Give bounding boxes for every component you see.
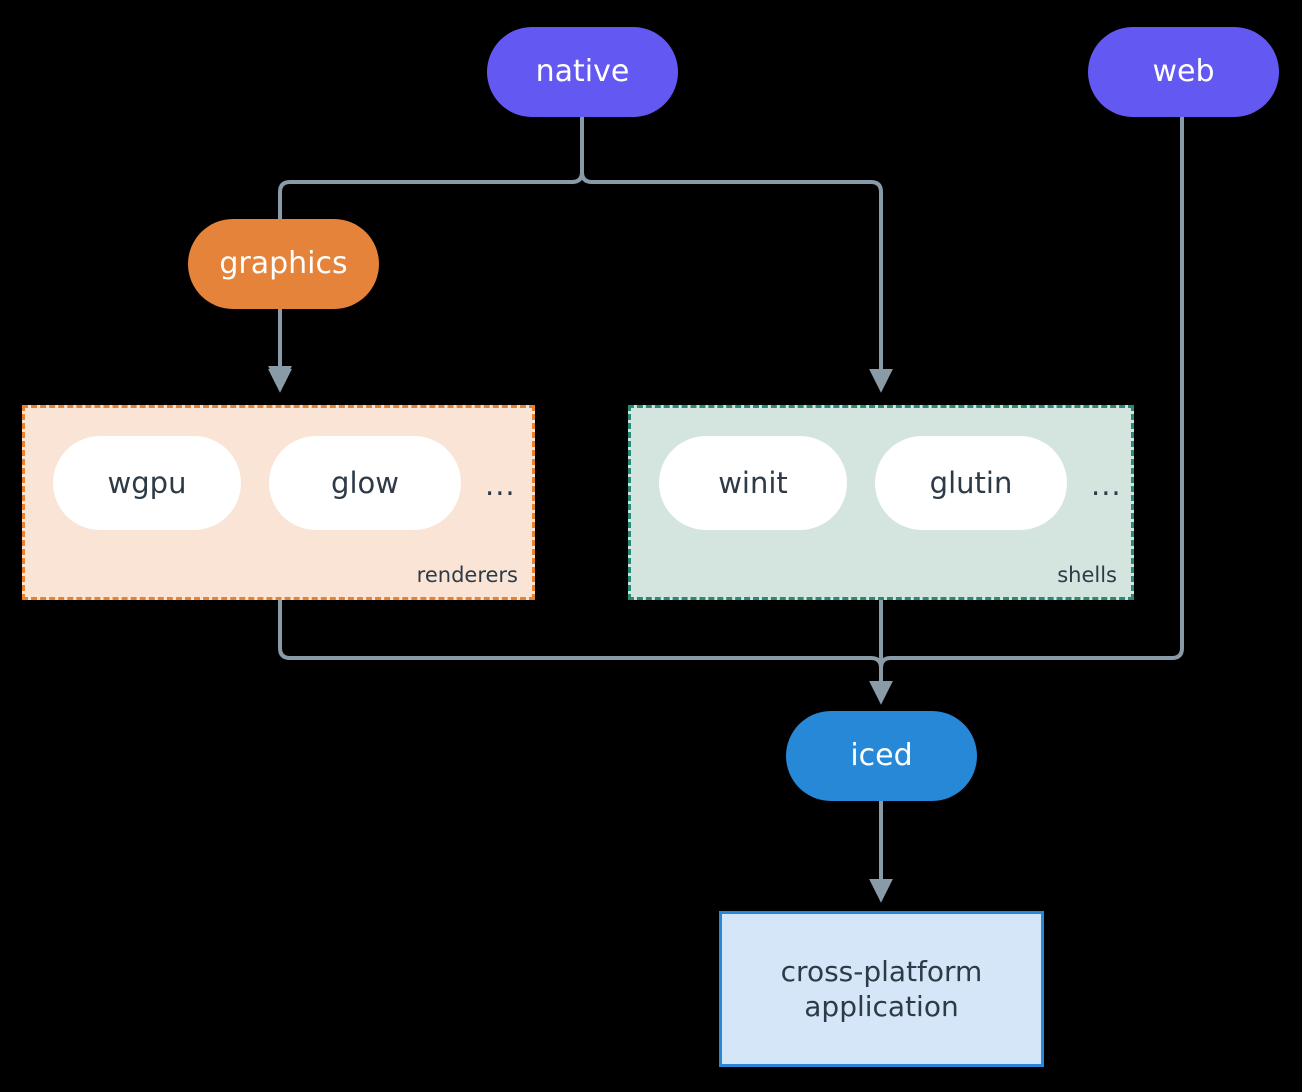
shells-ellipsis: ...: [1091, 468, 1122, 502]
cluster-renderers-label: renderers: [416, 563, 518, 587]
cluster-item-wgpu[interactable]: wgpu: [53, 436, 241, 530]
node-graphics[interactable]: graphics: [188, 219, 379, 309]
edge-renderers-to-iced: [278, 600, 883, 695]
cluster-item-glow[interactable]: glow: [269, 436, 461, 530]
cluster-renderers: wgpu glow ... renderers: [22, 405, 535, 600]
cluster-item-glow-label: glow: [331, 466, 399, 500]
node-native-label: native: [535, 54, 630, 90]
edge-native-to-shells: [580, 117, 893, 393]
renderers-ellipsis: ...: [485, 468, 516, 502]
node-web[interactable]: web: [1088, 27, 1279, 117]
cluster-shells-label: shells: [1057, 563, 1117, 587]
cluster-item-wgpu-label: wgpu: [107, 466, 187, 500]
cluster-item-winit-label: winit: [718, 466, 788, 500]
node-application[interactable]: cross-platform application: [719, 911, 1044, 1067]
node-graphics-label: graphics: [219, 246, 348, 282]
cluster-item-winit[interactable]: winit: [659, 436, 847, 530]
node-native[interactable]: native: [487, 27, 678, 117]
node-web-label: web: [1152, 54, 1215, 90]
node-application-label-line2: application: [804, 990, 959, 1023]
cluster-item-glutin[interactable]: glutin: [875, 436, 1067, 530]
node-iced-label: iced: [850, 738, 913, 774]
cluster-item-glutin-label: glutin: [929, 466, 1013, 500]
node-application-label-line1: cross-platform: [780, 955, 983, 988]
node-iced[interactable]: iced: [786, 711, 977, 801]
cluster-shells: winit glutin ... shells: [628, 405, 1134, 600]
